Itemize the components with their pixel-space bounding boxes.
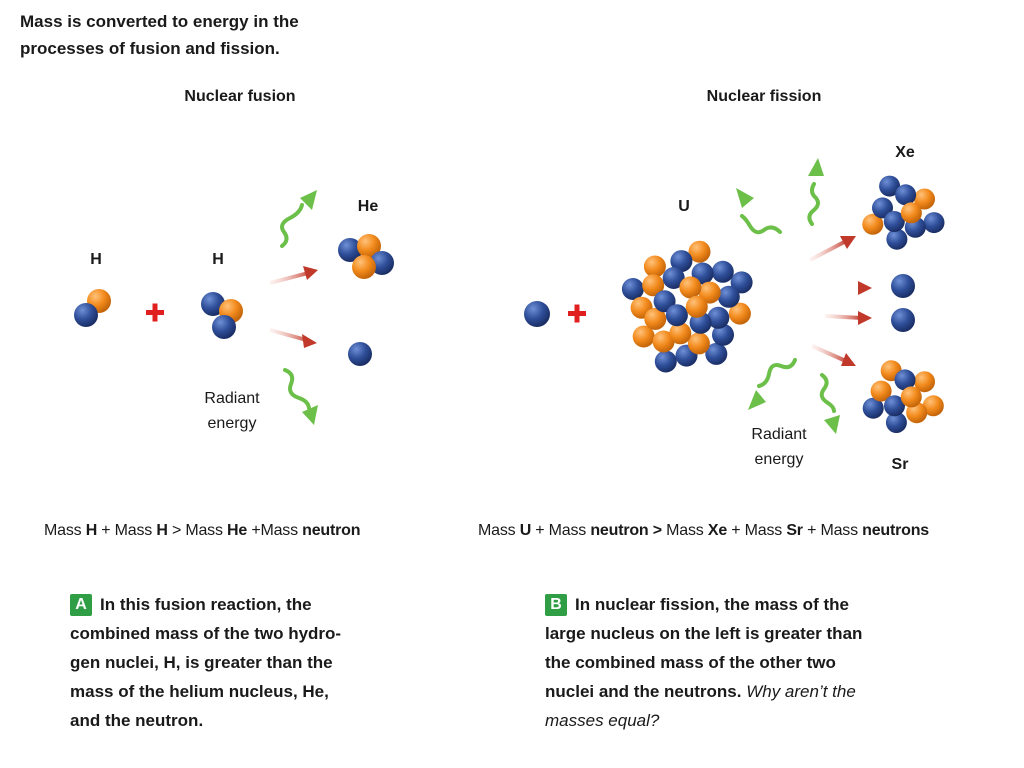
fission-radiant-energy-waves	[736, 158, 840, 434]
nucleon	[922, 395, 944, 417]
equation-term: + Mass	[802, 522, 863, 539]
neutron-fusion	[348, 342, 372, 366]
nucleon	[669, 322, 692, 345]
nucleon	[670, 250, 693, 273]
nucleon	[895, 184, 917, 206]
equation-term: neutrons	[862, 522, 929, 539]
label-u: U	[678, 198, 690, 215]
strontium-nucleus	[862, 360, 944, 433]
equation-term: neutron	[302, 522, 361, 539]
nucleon	[885, 412, 907, 433]
equation-term: H	[156, 522, 168, 539]
fusion-panel-title: Nuclear fusion	[184, 88, 296, 105]
nucleon	[687, 332, 710, 355]
nucleon	[914, 188, 935, 210]
nucleon	[884, 395, 905, 417]
caption-b-badge: B	[545, 594, 567, 616]
caption-b-question: Why aren’t the	[746, 682, 856, 701]
nucleon	[685, 295, 708, 318]
nucleon	[872, 197, 893, 219]
fusion-mass-equation: Mass H + Mass H > Mass He +Mass neutron	[44, 522, 361, 540]
nucleon	[643, 255, 666, 278]
label-xe: Xe	[895, 144, 915, 161]
nucleon	[914, 371, 935, 393]
neutron-released-1	[891, 274, 915, 298]
neutron-incoming	[524, 301, 550, 327]
label-h-1: H	[90, 251, 102, 268]
equation-term: + Mass	[531, 522, 591, 539]
equation-term: >	[648, 522, 667, 539]
equation-term: U	[519, 522, 532, 539]
plus-sign-fission	[568, 304, 586, 323]
nucleon	[717, 285, 740, 308]
hydrogen-nucleus-1	[74, 289, 111, 327]
nucleon	[923, 212, 945, 234]
fission-radiant-label: Radiant energy	[751, 426, 807, 468]
nucleon	[642, 274, 665, 297]
equation-term: He	[227, 522, 248, 539]
nucleon	[662, 267, 685, 289]
nucleon	[654, 350, 677, 373]
equation-term: > Mass	[167, 522, 228, 539]
nucleon	[730, 271, 753, 294]
nucleon	[688, 240, 711, 263]
neutron-released-2	[891, 308, 915, 332]
xenon-nucleus	[862, 175, 945, 250]
nucleon	[698, 281, 721, 304]
nucleon	[862, 397, 884, 419]
equation-term: Mass	[666, 522, 708, 539]
equation-term: + Mass	[97, 522, 157, 539]
nucleon	[632, 325, 655, 348]
nucleon	[665, 304, 688, 327]
nucleon	[707, 306, 730, 329]
nucleon	[883, 211, 905, 232]
label-he: He	[357, 198, 379, 215]
equation-term: Xe	[707, 522, 728, 539]
fusion-red-arrows	[269, 266, 318, 348]
nucleon	[886, 228, 908, 250]
intro-text: Mass is converted to energy in the proce…	[20, 12, 299, 58]
fission-panel-title: Nuclear fission	[706, 88, 822, 105]
uranium-nucleus	[621, 240, 753, 373]
nucleon	[870, 380, 892, 402]
helium-nucleus	[338, 234, 394, 279]
equation-term: Mass	[478, 522, 520, 539]
fission-red-arrows	[809, 236, 872, 366]
fusion-radiant-energy-waves	[280, 190, 318, 425]
label-h-2: H	[212, 251, 224, 268]
nucleon	[900, 202, 922, 224]
nucleon	[652, 330, 675, 353]
nucleon	[900, 386, 922, 408]
nucleon	[712, 323, 734, 346]
nucleon	[728, 302, 751, 325]
nucleon	[621, 278, 644, 300]
label-sr: Sr	[891, 456, 909, 473]
nucleon	[711, 260, 734, 283]
equation-term: + Mass	[727, 522, 787, 539]
caption-a-badge: A	[70, 594, 92, 616]
nucleon	[644, 307, 667, 330]
equation-term: neutron	[590, 522, 649, 539]
equation-term: H	[85, 522, 98, 539]
nucleon	[705, 342, 728, 365]
hydrogen-nucleus-2	[201, 292, 243, 339]
nucleon	[679, 276, 702, 299]
nucleon	[906, 402, 928, 424]
equation-term: Mass	[44, 522, 86, 539]
equation-term: +Mass	[247, 522, 303, 539]
nucleon	[894, 369, 916, 391]
nucleon	[879, 175, 901, 197]
fission-mass-equation: Mass U + Mass neutron > Mass Xe + Mass S…	[478, 522, 929, 540]
plus-sign-fusion	[146, 303, 164, 322]
nucleon	[862, 213, 884, 235]
fusion-radiant-label: Radiant energy	[204, 390, 260, 432]
equation-term: Sr	[786, 522, 803, 539]
